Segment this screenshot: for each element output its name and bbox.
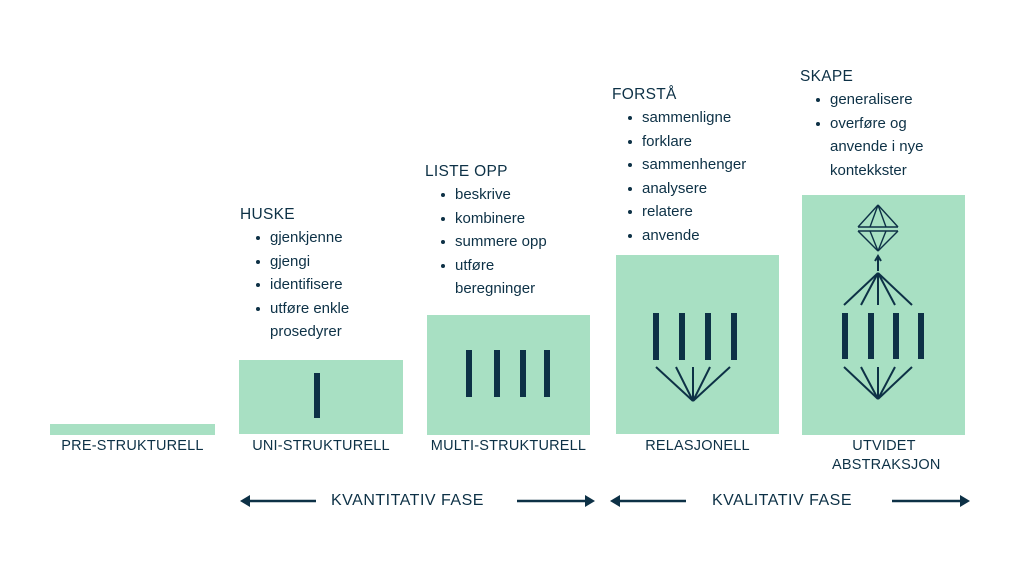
uni-structural-block [239,360,403,434]
quantitative-left-arrow-icon [240,495,316,507]
verb-item: forklare [628,130,792,154]
verb-item: gjenkjenne [256,226,410,250]
verb-item: sammenhenger [628,153,792,177]
verb-item: kombinere [441,207,595,231]
verb-item: identifisere [256,273,410,297]
card-skape: SKAPE generalisere overføre og anvende i… [800,66,980,182]
card-liste-opp: LISTE OPP beskrive kombinere summere opp… [425,161,595,301]
card-title: SKAPE [800,68,854,85]
multi-structural-block [427,315,590,435]
verb-item: sammenligne [628,106,792,130]
verb-item: utføre beregninger [441,254,555,301]
verb-item: beskrive [441,183,595,207]
verb-item: summere opp [441,230,595,254]
qualitative-left-arrow-icon [610,495,686,507]
qualitative-right-arrow-icon [892,495,970,507]
pre-structural-block [50,424,215,435]
verb-list: generalisere overføre og anvende i nye k… [800,88,980,182]
card-huske: HUSKE gjenkjenne gjengi identifisere utf… [240,204,410,344]
card-title: LISTE OPP [425,163,508,180]
qualitative-phase-label: KVALITATIV FASE [712,492,852,509]
bars-converge-icon [653,313,737,402]
four-bars-icon [466,350,550,397]
quantitative-phase-label: KVANTITATIV FASE [331,492,484,509]
verb-list: beskrive kombinere summere opp utføre be… [425,183,595,301]
verb-item: overføre og anvende i nye kontekkster [816,112,942,183]
verb-list: sammenligne forklare sammenhenger analys… [612,106,792,247]
card-title: FORSTÅ [612,86,677,103]
single-bar-icon [314,373,320,418]
relational-block [616,255,779,434]
level-label-uni-structural: UNI-STRUKTURELL [252,438,390,454]
verb-list: gjenkjenne gjengi identifisere utføre en… [240,226,410,344]
verb-item: analysere [628,177,792,201]
verb-item: generalisere [816,88,980,112]
verb-item: gjengi [256,250,410,274]
quantitative-right-arrow-icon [517,495,595,507]
verb-item: utføre enkle prosedyrer [256,297,380,344]
level-label-relational: RELASJONELL [645,438,750,454]
verb-item: relatere [628,200,792,224]
card-forsta: FORSTÅ sammenligne forklare sammenhenger… [612,84,792,247]
level-label-multi-structural: MULTI-STRUKTURELL [430,438,587,454]
verb-item: anvende [628,224,792,248]
level-label-extended-abstract: UTVIDET ABSTRAKSJON [832,438,941,473]
level-label-pre-structural: PRE-STRUKTURELL [61,438,204,454]
bars-abstraction-icon [842,204,924,400]
card-title: HUSKE [240,206,295,223]
